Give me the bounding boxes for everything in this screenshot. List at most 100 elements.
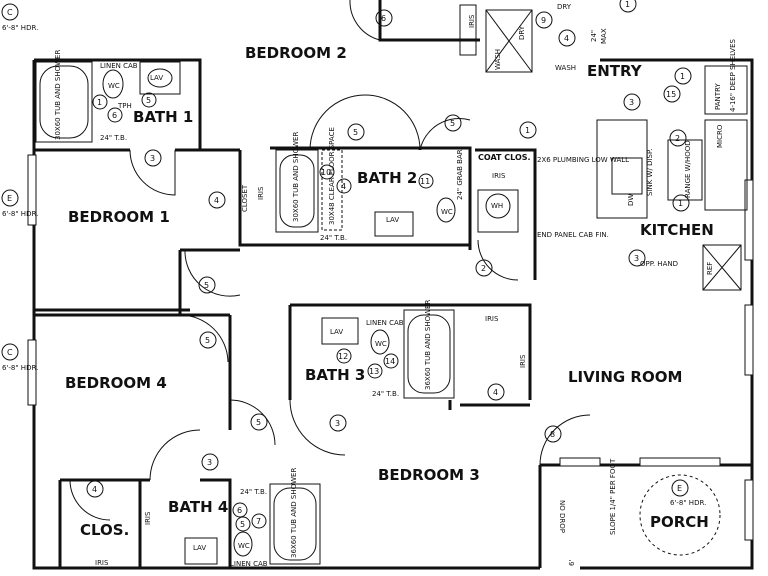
room-label-bath3: BATH 3: [305, 366, 365, 384]
callout-5-bed3: 5: [256, 418, 261, 427]
callout-4-clos: 4: [92, 485, 97, 494]
end-panel-label: END PANEL CAB FIN.: [537, 231, 609, 239]
water-heater-label: WH: [491, 202, 503, 210]
wc-label-bath3: WC: [375, 340, 387, 348]
wc-label-bath2: WC: [441, 208, 453, 216]
kitchen-fixtures: SINK W/ DISP. DW RANGE W/HOOD MICRO PANT…: [596, 39, 748, 291]
hdr-label-e: 6'-8" HDR.: [2, 210, 38, 218]
dw-label: DW: [627, 194, 635, 206]
tub-label-bath4: 36X60 TUB AND SHOWER: [290, 468, 298, 558]
callout-3-kitchen-2: 3: [634, 254, 639, 263]
towel-bar-label-bath1: 24" T.B.: [100, 134, 127, 142]
room-label-bath2: BATH 2: [357, 169, 417, 187]
window-tags: C 6'-8" HDR. E 6'-8" HDR. C 6'-8" HDR. E…: [1, 3, 706, 507]
room-label-living: LIVING ROOM: [568, 368, 682, 386]
room-label-clos: CLOS.: [80, 521, 129, 539]
room-label-porch: PORCH: [650, 513, 709, 531]
micro-label: MICRO: [716, 124, 724, 148]
room-label-bath1: BATH 1: [133, 108, 193, 126]
linen-cab-label-bath1: LINEN CAB: [100, 62, 138, 70]
tub-label-bath2: 30X60 TUB AND SHOWER: [292, 132, 300, 222]
callout-5-bath1: 5: [146, 96, 151, 105]
linen-cab-label-bath4: LINEN CAB: [230, 560, 268, 568]
hdr-label-top: 6'-8" HDR.: [2, 24, 38, 32]
callout-4-bath2: 4: [341, 182, 346, 191]
ref-label: REF: [706, 262, 714, 275]
callout-5-bath2: 5: [353, 128, 358, 137]
window-tag-c-top: C: [7, 8, 13, 17]
wash-label-2: WASH: [555, 64, 576, 72]
room-label-bedroom3: BEDROOM 3: [378, 466, 480, 484]
window-tag-c-left: C: [7, 348, 13, 357]
max-dim-label: 24": [590, 30, 598, 42]
callout-1-entry: 1: [525, 126, 530, 135]
max-label: MAX: [600, 28, 608, 44]
callout-1-pantry: 1: [680, 72, 685, 81]
towel-bar-label-bath2: 24" T.B.: [320, 234, 347, 242]
wc-label-bath4: WC: [238, 542, 250, 550]
room-label-bedroom4: BEDROOM 4: [65, 374, 167, 392]
sink-label: SINK W/ DISP.: [646, 149, 654, 196]
callout-5-entry: 5: [450, 119, 455, 128]
iris-label-closet: IRIS: [257, 186, 265, 200]
bath3-fixtures: LAV LINEN CAB WC 36X60 TUB AND SHOWER 24…: [321, 300, 455, 399]
callout-3-bath4: 3: [207, 458, 212, 467]
callout-11-bath2: 11: [420, 177, 430, 186]
room-label-bedroom1: BEDROOM 1: [68, 208, 170, 226]
coat-closet-label: COAT CLOS.: [478, 153, 531, 162]
interior-walls: [34, 0, 650, 568]
wc-label-bath1: WC: [108, 82, 120, 90]
window-tag-e: E: [7, 194, 12, 203]
door-swings: [69, 0, 591, 521]
callout-9-laundry: 9: [541, 16, 546, 25]
towel-bar-label-bath3: 24" T.B.: [372, 390, 399, 398]
entry-area: COAT CLOS. IRIS WH 2X6 PLUMBING LOW WALL…: [477, 3, 629, 239]
iris-label-top: IRIS: [468, 14, 476, 28]
iris-label-bath3-side: IRIS: [519, 354, 527, 368]
tub-label-bath3: 36X60 TUB AND SHOWER: [424, 300, 432, 390]
no-drop-label: NO DROP: [558, 500, 566, 533]
callout-5-bath4: 5: [240, 520, 245, 529]
callout-6-top: 6: [381, 14, 386, 23]
iris-label-bath4: IRIS: [144, 511, 152, 525]
callout-3-bed1: 3: [150, 154, 155, 163]
room-label-entry: ENTRY: [587, 62, 643, 80]
lav-label-bath2: LAV: [386, 216, 399, 224]
tph-label-bath1: TPH: [117, 102, 132, 110]
bath2-fixtures: 30X60 TUB AND SHOWER 30X48 CLEAR FLOOR S…: [275, 127, 464, 242]
dry-label: DRY: [557, 3, 572, 11]
tub-label-bath1: 30X60 TUB AND SHOWER: [54, 50, 62, 140]
lav-label-bath4: LAV: [193, 544, 206, 552]
dim-6-label: 6': [568, 560, 576, 566]
iris-label-bath3: IRIS: [485, 315, 499, 323]
callout-1-top: 1: [625, 0, 630, 9]
room-label-kitchen: KITCHEN: [640, 221, 714, 239]
callout-14-bath3: 14: [385, 357, 395, 366]
bath1-fixtures: 30X60 TUB AND SHOWER LAV LINEN CAB WC 24…: [35, 50, 181, 143]
lav-label-bath3: LAV: [330, 328, 343, 336]
linen-cab-label-bath3: LINEN CAB: [366, 319, 404, 327]
callout-5-hall-2: 5: [205, 336, 210, 345]
slope-label: SLOPE 1/4" PER FOOT: [609, 458, 617, 535]
bedroom1-closet: CLOSET IRIS: [241, 184, 265, 212]
pantry-label: PANTRY: [714, 83, 722, 110]
callout-12-bath3: 12: [338, 352, 348, 361]
shelves-label: 4-16" DEEP SHELVES: [729, 39, 737, 112]
callout-4-bath3: 4: [493, 388, 498, 397]
bath4-fixtures: 36X60 TUB AND SHOWER LAV WC LINEN CAB 24…: [184, 468, 321, 568]
callout-circles: 3 4 5 5 1 6 9 4 1 1 15 3 2 1 3 2 5 5 5 3…: [86, 0, 692, 532]
exterior-walls: [27, 4, 754, 570]
callout-6-bath4: 6: [237, 506, 242, 515]
callout-1-bath1: 1: [97, 98, 102, 107]
room-label-bath4: BATH 4: [168, 498, 228, 516]
iris-label-coat: IRIS: [492, 172, 506, 180]
wash-label: WASH: [494, 49, 502, 70]
hdr-label-porch: 6'-8" HDR.: [670, 499, 706, 507]
closet-label: CLOSET: [241, 184, 249, 212]
callout-4-laundry: 4: [564, 34, 569, 43]
iris-label-clos: IRIS: [95, 559, 109, 567]
callout-15-kitchen: 15: [666, 90, 676, 99]
room-label-bedroom2: BEDROOM 2: [245, 44, 347, 62]
callout-3-bath3: 3: [335, 419, 340, 428]
